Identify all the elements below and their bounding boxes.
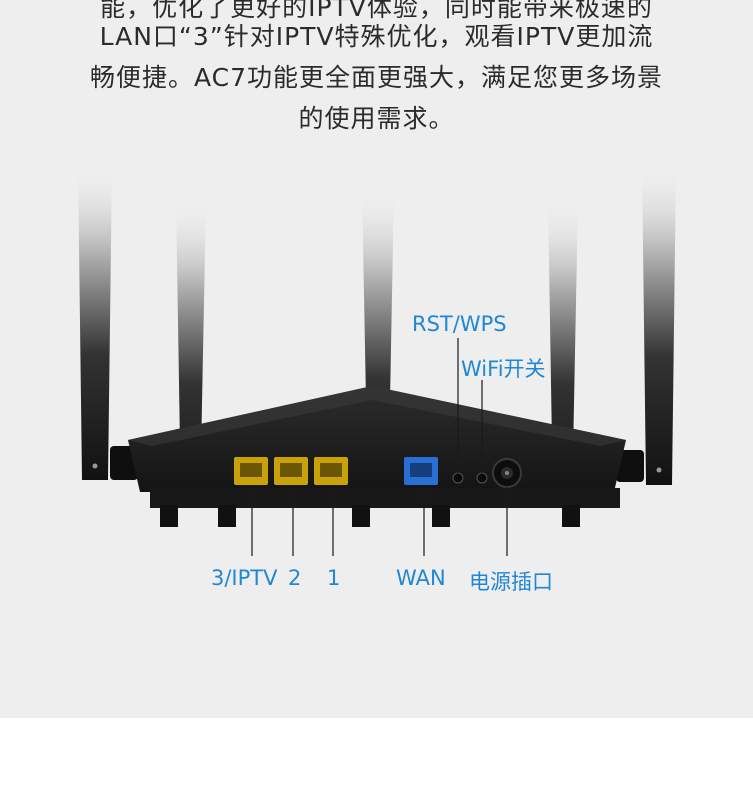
description-line-1: LAN口“3”针对IPTV特殊优化，观看IPTV更加流 <box>99 22 654 51</box>
port-3-iptv-label: 3/IPTV <box>211 566 278 590</box>
power-jack <box>492 458 522 488</box>
wifi-switch-label: WiFi开关 <box>461 357 546 381</box>
leader-lines <box>251 338 508 556</box>
power-jack-label: 电源插口 <box>469 570 553 594</box>
port-2-label: 2 <box>288 566 302 590</box>
rst-wps-label: RST/WPS <box>412 312 507 336</box>
wan-label: WAN <box>396 566 446 590</box>
rst-wps-button <box>452 472 464 484</box>
wifi-switch-button <box>476 472 488 484</box>
router-body <box>128 386 626 527</box>
description-line-3: 的使用需求。 <box>298 104 455 133</box>
product-panel: 能，优化了更好的IPTV体验，同时能带来极速的 LAN口“3”针对IPTV特殊优… <box>0 0 753 718</box>
lan-port-3 <box>234 457 268 485</box>
lan-port-1 <box>314 457 348 485</box>
router-illustration <box>78 165 676 556</box>
lan-port-2 <box>274 457 308 485</box>
antenna-right-outer <box>642 165 676 485</box>
description-line-2: 畅便捷。AC7功能更全面更强大，满足您更多场景 <box>89 63 664 92</box>
antenna-left-outer <box>78 165 112 480</box>
description-line-0: 能，优化了更好的IPTV体验，同时能带来极速的 <box>100 0 653 22</box>
port-1-label: 1 <box>327 566 341 590</box>
wan-port <box>404 457 438 485</box>
